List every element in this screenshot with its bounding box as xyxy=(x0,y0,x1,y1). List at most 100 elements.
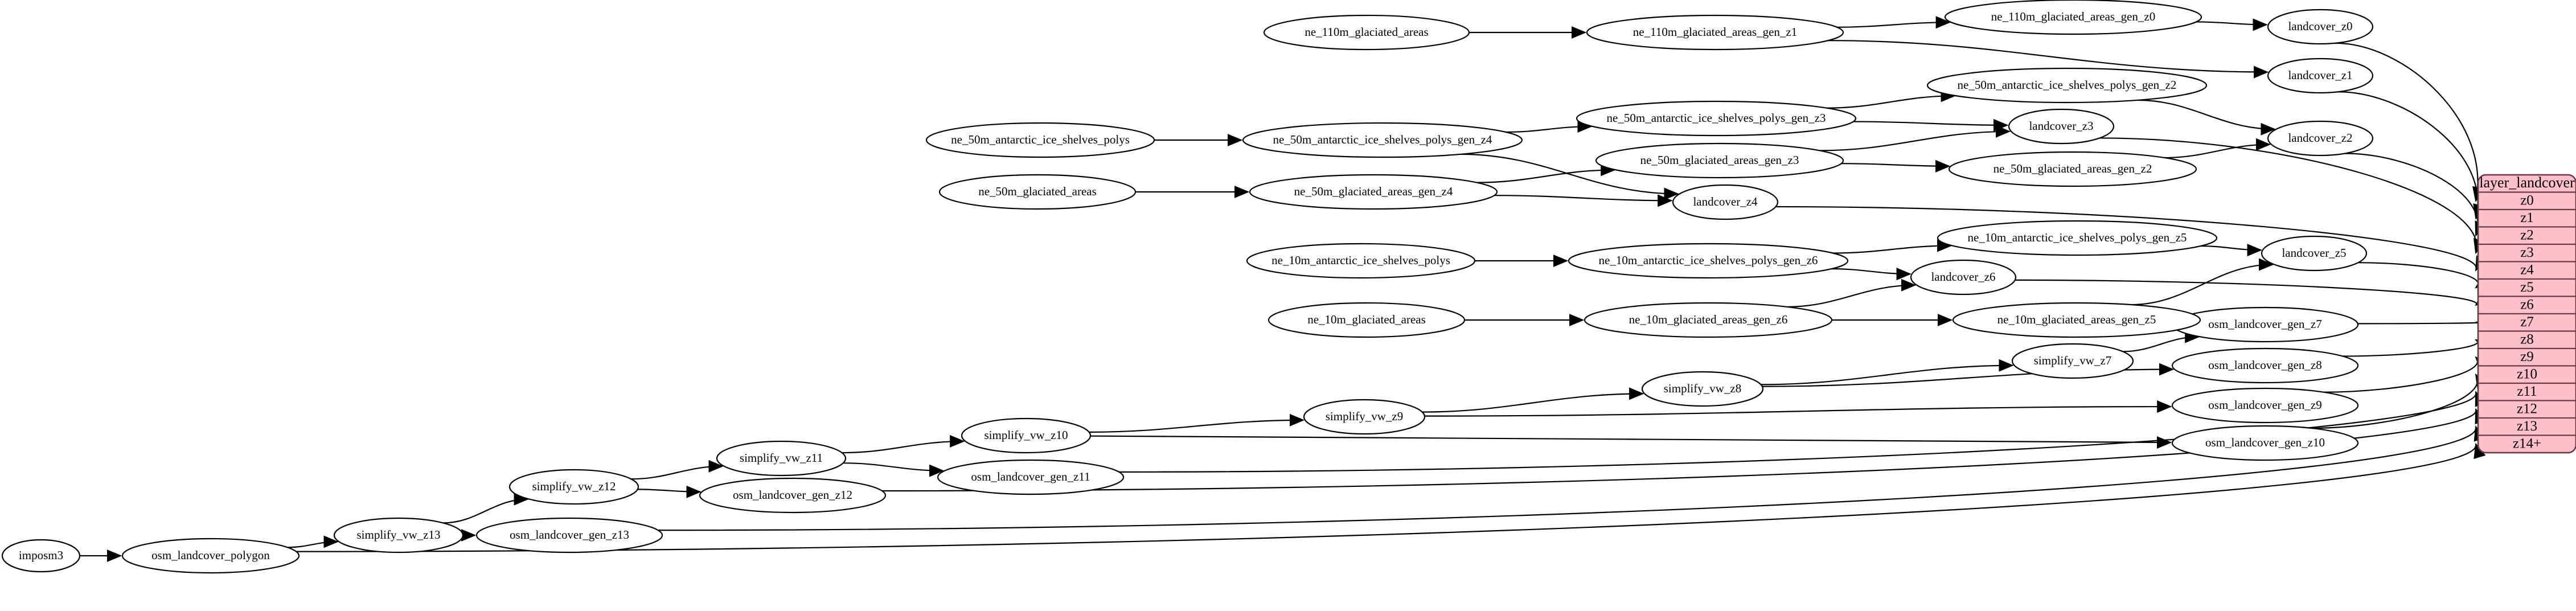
node-ne_10m_glaciated_areas_gen_z5[interactable]: ne_10m_glaciated_areas_gen_z5 xyxy=(1952,302,2201,338)
node-landcover_z3[interactable]: landcover_z3 xyxy=(2008,108,2115,145)
node-osm_landcover_polygon[interactable]: osm_landcover_polygon xyxy=(121,538,300,574)
node-ellipse xyxy=(1926,67,2208,104)
edge-landcover_z6-to-layer_landcover_z6 xyxy=(2015,279,2491,306)
node-label: landcover_z0 xyxy=(2288,19,2352,33)
edge-ne_50m_glaciated_areas_gen_z4-to-ne_50m_glaciated_areas_gen_z3 xyxy=(1476,163,1616,183)
layer-table-row-z14plus[interactable] xyxy=(2478,434,2576,453)
node-imposm3[interactable]: imposm3 xyxy=(1,539,81,573)
node-ellipse xyxy=(1246,243,1476,279)
node-landcover_z6[interactable]: landcover_z6 xyxy=(1910,259,2017,296)
node-ellipse xyxy=(925,122,1155,158)
node-landcover_z1[interactable]: landcover_z1 xyxy=(2267,58,2374,94)
node-label: ne_50m_glaciated_areas_gen_z2 xyxy=(1993,162,2152,175)
layer-table-row-label: z5 xyxy=(2520,280,2534,295)
edge-ne_110m_glaciated_areas_gen_z0-to-landcover_z0 xyxy=(2196,18,2268,31)
node-simplify_vw_z10[interactable]: simplify_vw_z10 xyxy=(961,417,1092,454)
node-osm_landcover_gen_z13[interactable]: osm_landcover_gen_z13 xyxy=(475,517,663,553)
node-label: landcover_z5 xyxy=(2282,246,2346,260)
node-osm_landcover_gen_z7[interactable]: osm_landcover_gen_z7 xyxy=(2171,306,2359,343)
node-ellipse xyxy=(1944,0,2202,35)
node-label: landcover_z4 xyxy=(1693,195,1758,208)
node-ellipse xyxy=(1303,399,1426,435)
layer-table-row-z11[interactable] xyxy=(2478,382,2576,401)
layer-table-row-z0[interactable] xyxy=(2478,191,2576,211)
edge-ne_50m_glaciated_areas_gen_z3-to-ne_50m_glaciated_areas_gen_z2 xyxy=(1841,159,1951,173)
node-ne_10m_glaciated_areas[interactable]: ne_10m_glaciated_areas xyxy=(1268,302,1466,338)
layer-table-row-z2[interactable] xyxy=(2478,226,2576,245)
edge-ne_110m_glaciated_areas_gen_z1-to-landcover_z1 xyxy=(1828,40,2269,79)
edge-landcover_z3-to-layer_landcover_z3 xyxy=(2099,137,2485,255)
node-label: ne_10m_antarctic_ice_shelves_polys_gen_z… xyxy=(1599,253,1818,267)
layer-table-header-label: layer_landcover xyxy=(2479,174,2575,191)
layer-table-row-label: z2 xyxy=(2520,227,2534,243)
layer-table-row-z1[interactable] xyxy=(2478,208,2576,228)
node-ne_50m_antarctic_ice_shelves_polys_gen_z4[interactable]: ne_50m_antarctic_ice_shelves_polys_gen_z… xyxy=(1242,122,1523,158)
node-osm_landcover_gen_z12[interactable]: osm_landcover_gen_z12 xyxy=(699,477,887,514)
node-ne_50m_antarctic_ice_shelves_polys[interactable]: ne_50m_antarctic_ice_shelves_polys xyxy=(925,122,1155,158)
node-landcover_z4[interactable]: landcover_z4 xyxy=(1672,184,1779,220)
node-label: landcover_z3 xyxy=(2029,119,2093,133)
edge-simplify_vw_z13-to-simplify_vw_z12 xyxy=(443,493,529,524)
node-osm_landcover_gen_z10[interactable]: osm_landcover_gen_z10 xyxy=(2171,425,2359,461)
node-ne_110m_glaciated_areas_gen_z0[interactable]: ne_110m_glaciated_areas_gen_z0 xyxy=(1944,0,2202,35)
node-landcover_z2[interactable]: landcover_z2 xyxy=(2267,120,2374,157)
edge-ne_10m_glaciated_areas_gen_z5-to-landcover_z5 xyxy=(2131,258,2274,306)
node-osm_landcover_gen_z9[interactable]: osm_landcover_gen_z9 xyxy=(2171,387,2359,424)
node-ellipse xyxy=(1249,174,1498,210)
node-simplify_vw_z13[interactable]: simplify_vw_z13 xyxy=(333,517,464,553)
node-ne_110m_glaciated_areas[interactable]: ne_110m_glaciated_areas xyxy=(1263,14,1470,51)
node-simplify_vw_z9[interactable]: simplify_vw_z9 xyxy=(1303,399,1426,435)
node-simplify_vw_z11[interactable]: simplify_vw_z11 xyxy=(716,440,847,477)
node-landcover_z0[interactable]: landcover_z0 xyxy=(2267,9,2374,45)
node-ellipse xyxy=(2011,343,2134,379)
node-simplify_vw_z8[interactable]: simplify_vw_z8 xyxy=(1641,371,1764,407)
node-simplify_vw_z12[interactable]: simplify_vw_z12 xyxy=(508,469,639,505)
edge-simplify_vw_z11-to-osm_landcover_gen_z11 xyxy=(843,462,945,477)
node-label: simplify_vw_z8 xyxy=(1664,382,1742,395)
edge-osm_landcover_gen_z8-to-layer_landcover_z8 xyxy=(2343,339,2491,357)
layer-table-row-z8[interactable] xyxy=(2478,330,2576,350)
edge-osm_landcover_polygon-to-simplify_vw_z13 xyxy=(288,535,339,548)
node-ne_50m_glaciated_areas[interactable]: ne_50m_glaciated_areas xyxy=(938,174,1137,210)
node-ellipse xyxy=(937,459,1125,495)
node-label: osm_landcover_gen_z7 xyxy=(2208,317,2321,331)
node-ellipse xyxy=(716,440,847,477)
layer-table-row-z6[interactable] xyxy=(2478,296,2576,315)
node-ellipse xyxy=(1937,220,2218,256)
edge-simplify_vw_z9-to-simplify_vw_z8 xyxy=(1422,387,1644,413)
node-ne_110m_glaciated_areas_gen_z1[interactable]: ne_110m_glaciated_areas_gen_z1 xyxy=(1586,14,1844,51)
layer-table-row-label: z9 xyxy=(2520,349,2534,364)
layer-table-row-label: z10 xyxy=(2517,366,2537,382)
node-ne_10m_antarctic_ice_shelves_polys_gen_z5[interactable]: ne_10m_antarctic_ice_shelves_polys_gen_z… xyxy=(1937,220,2218,256)
node-label: simplify_vw_z10 xyxy=(985,428,1068,442)
node-label: simplify_vw_z7 xyxy=(2034,354,2112,367)
edge-simplify_vw_z9-to-osm_landcover_gen_z9 xyxy=(1424,400,2172,417)
node-ellipse xyxy=(1910,259,2017,296)
node-ne_10m_antarctic_ice_shelves_polys_gen_z6[interactable]: ne_10m_antarctic_ice_shelves_polys_gen_z… xyxy=(1568,243,1849,279)
edge-ne_10m_glaciated_areas_gen_z6-to-landcover_z6 xyxy=(1787,278,1917,307)
node-ellipse xyxy=(2171,425,2359,461)
node-osm_landcover_gen_z11[interactable]: osm_landcover_gen_z11 xyxy=(937,459,1125,495)
node-ellipse xyxy=(938,174,1137,210)
node-osm_landcover_gen_z8[interactable]: osm_landcover_gen_z8 xyxy=(2171,347,2359,384)
node-ne_10m_glaciated_areas_gen_z6[interactable]: ne_10m_glaciated_areas_gen_z6 xyxy=(1584,302,1833,338)
node-label: osm_landcover_gen_z12 xyxy=(733,488,852,502)
node-ne_50m_glaciated_areas_gen_z3[interactable]: ne_50m_glaciated_areas_gen_z3 xyxy=(1595,142,1844,179)
edge-osm_landcover_gen_z11-to-layer_landcover_z11 xyxy=(1119,391,2487,473)
node-label: landcover_z1 xyxy=(2288,68,2352,82)
node-ne_50m_antarctic_ice_shelves_polys_gen_z2[interactable]: ne_50m_antarctic_ice_shelves_polys_gen_z… xyxy=(1926,67,2208,104)
layer-table-row-label: z7 xyxy=(2520,314,2534,330)
edge-ne_10m_antarctic_ice_shelves_polys_gen_z6-to-landcover_z6 xyxy=(1831,268,1912,281)
node-ne_50m_glaciated_areas_gen_z2[interactable]: ne_50m_glaciated_areas_gen_z2 xyxy=(1948,151,2197,187)
edge-ne_50m_antarctic_ice_shelves_polys_gen_z4-to-ne_50m_antarctic_ice_shelves_polys_gen_z3 xyxy=(1506,120,1593,133)
edge-ne_50m_antarctic_ice_shelves_polys_gen_z2-to-landcover_z2 xyxy=(2137,99,2276,136)
edge-landcover_z5-to-layer_landcover_z5 xyxy=(2358,262,2491,289)
layer-table-row-label: z3 xyxy=(2520,245,2534,260)
node-ne_50m_antarctic_ice_shelves_polys_gen_z3[interactable]: ne_50m_antarctic_ice_shelves_polys_gen_z… xyxy=(1576,100,1857,137)
node-landcover_z5[interactable]: landcover_z5 xyxy=(2261,235,2368,272)
node-simplify_vw_z7[interactable]: simplify_vw_z7 xyxy=(2011,343,2134,379)
node-label: ne_50m_glaciated_areas xyxy=(978,184,1097,198)
node-ne_50m_glaciated_areas_gen_z4[interactable]: ne_50m_glaciated_areas_gen_z4 xyxy=(1249,174,1498,210)
node-ne_10m_antarctic_ice_shelves_polys[interactable]: ne_10m_antarctic_ice_shelves_polys xyxy=(1246,243,1476,279)
